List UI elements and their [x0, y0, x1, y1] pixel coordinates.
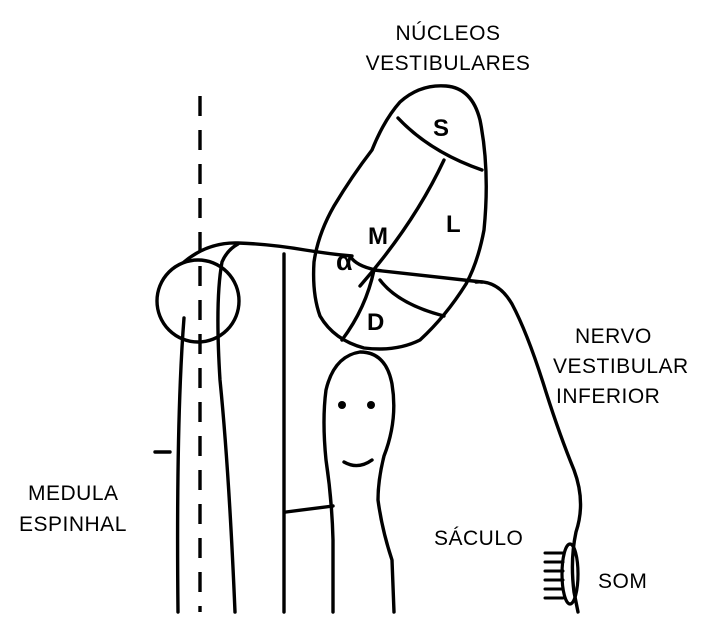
region-medial: M [368, 223, 388, 250]
label-nerve-line2: VESTIBULAR [553, 355, 689, 378]
label-nuclei-line1: NÚCLEOS [395, 22, 500, 45]
nucleus-boundary-md [374, 270, 482, 282]
connection-line [286, 506, 333, 512]
label-nerve-line3: INFERIOR [556, 385, 660, 408]
head-smile [344, 460, 372, 466]
region-superior: S [433, 115, 449, 142]
label-saccule: SÁCULO [434, 527, 523, 550]
label-sound: SOM [598, 570, 647, 593]
head-eye-right [367, 401, 375, 409]
region-descending: D [367, 309, 384, 336]
vestibular-nerve [476, 282, 581, 612]
region-lateral: L [446, 211, 461, 238]
label-spinal-line2: ESPINHAL [19, 513, 127, 536]
nucleus-boundary-d2 [380, 280, 444, 316]
spinal-tract-inner [218, 244, 238, 612]
head-eye-left [338, 401, 346, 409]
spinal-cord-top [184, 243, 352, 262]
label-spinal-line1: MEDULA [28, 482, 119, 505]
spinal-cord-cross-section [157, 260, 239, 342]
label-nerve-line1: NERVO [575, 325, 652, 348]
head-figure-icon [324, 352, 394, 612]
label-nuclei-line2: VESTIBULARES [366, 52, 531, 75]
nucleus-pointer [350, 256, 376, 270]
spinal-cord-outline [178, 318, 184, 612]
region-alpha: α [336, 246, 353, 276]
hair-cell-bristles [545, 553, 563, 598]
